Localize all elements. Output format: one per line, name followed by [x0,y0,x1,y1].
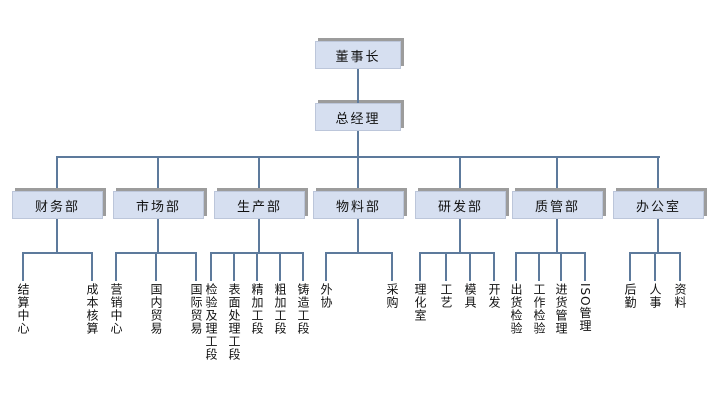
connector-vline [210,252,212,281]
leaf-node: 工作检验 [532,283,546,335]
leaf-node: 理化室 [413,283,427,322]
connector-vline [302,252,304,281]
connector-vline [56,156,58,191]
connector-vline [258,156,260,191]
connector-vline [115,252,117,281]
leaf-node: 资料 [673,283,687,309]
leaf-node: 采购 [385,283,399,309]
connector-vline [679,252,681,281]
leaf-node: 铸造工段 [296,283,310,335]
connector-vline [556,219,558,254]
leaf-node: 工艺 [439,283,453,309]
connector-vline [256,252,258,281]
leaf-node: 国际贸易 [189,283,203,335]
connector-vline [56,219,58,254]
connector-vline [195,252,197,281]
leaf-node: 外协 [319,283,333,309]
connector-vline [515,252,517,281]
connector-vline [258,219,260,254]
node-marketing-dept: 市场部 [113,191,204,219]
connector-vline [357,219,359,254]
connector-vline [357,131,359,158]
leaf-node: ISO管理 [578,283,592,333]
leaf-node: 开发 [487,283,501,309]
leaf-node: 出货检验 [509,283,523,335]
leaf-node: 精加工段 [250,283,264,335]
connector-vline [391,252,393,281]
connector-hline [22,252,93,254]
leaf-node: 营销中心 [109,283,123,335]
connector-vline [657,156,659,191]
connector-vline [584,252,586,281]
node-general-manager: 总经理 [315,103,401,131]
leaf-node: 检验及理工段 [204,283,218,361]
connector-vline [157,219,159,254]
connector-vline [233,252,235,281]
leaf-node: 进货管理 [554,283,568,335]
connector-hline [419,252,495,254]
connector-vline [445,252,447,281]
connector-vline [493,252,495,281]
connector-vline [556,156,558,191]
connector-vline [459,219,461,254]
connector-vline [419,252,421,281]
connector-vline [469,252,471,281]
leaf-node: 后勤 [623,283,637,309]
connector-vline [560,252,562,281]
leaf-node: 人事 [648,283,662,309]
node-rnd-dept: 研发部 [415,191,506,219]
leaf-node: 国内贸易 [149,283,163,335]
connector-vline [325,252,327,281]
connector-vline [654,252,656,281]
node-finance-dept: 财务部 [12,191,103,219]
connector-vline [538,252,540,281]
node-office-dept: 办公室 [613,191,704,219]
connector-vline [459,156,461,191]
connector-vline [357,156,359,191]
node-chairman: 董事长 [315,41,401,69]
connector-hline [325,252,393,254]
connector-vline [657,219,659,254]
connector-hline [515,252,586,254]
leaf-node: 成本核算 [85,283,99,335]
connector-vline [91,252,93,281]
connector-vline [155,252,157,281]
connector-vline [357,69,359,103]
connector-vline [279,252,281,281]
leaf-node: 表面处理工段 [227,283,241,361]
connector-vline [22,252,24,281]
connector-vline [629,252,631,281]
leaf-node: 模具 [463,283,477,309]
node-quality-dept: 质管部 [512,191,603,219]
node-production-dept: 生产部 [214,191,305,219]
connector-vline [157,156,159,191]
leaf-node: 粗加工段 [273,283,287,335]
leaf-node: 结算中心 [16,283,30,335]
node-materials-dept: 物料部 [313,191,404,219]
